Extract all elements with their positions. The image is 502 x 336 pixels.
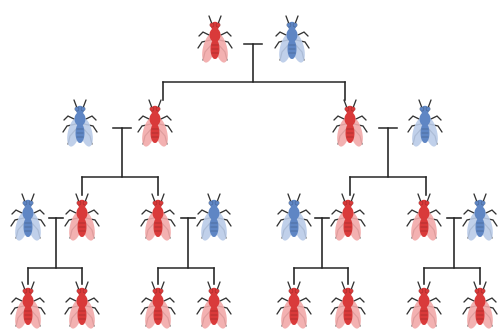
fly-red-g0-0 [198, 16, 232, 64]
fly-blue-g2-3 [197, 194, 231, 242]
fly-red-g2-5 [331, 194, 365, 242]
fly-blue-g2-4 [277, 194, 311, 242]
fly-red-g3-6 [407, 282, 441, 330]
fly-red-g3-1 [65, 282, 99, 330]
fly-blue-g2-7 [463, 194, 497, 242]
fly-red-g2-1 [65, 194, 99, 242]
fly-blue-g1-3 [408, 100, 442, 148]
fly-red-g3-3 [197, 282, 231, 330]
fly-red-g3-2 [141, 282, 175, 330]
fly-blue-g2-0 [11, 194, 45, 242]
fly-red-g1-2 [333, 100, 367, 148]
fly-blue-g0-1 [275, 16, 309, 64]
fly-red-g3-7 [463, 282, 497, 330]
pedigree-lines [28, 44, 480, 284]
fly-red-g1-1 [138, 100, 172, 148]
fly-red-g2-6 [407, 194, 441, 242]
fly-red-g3-0 [11, 282, 45, 330]
fly-red-g3-5 [331, 282, 365, 330]
fly-red-g3-4 [277, 282, 311, 330]
fly-blue-g1-0 [63, 100, 97, 148]
fly-red-g2-2 [141, 194, 175, 242]
